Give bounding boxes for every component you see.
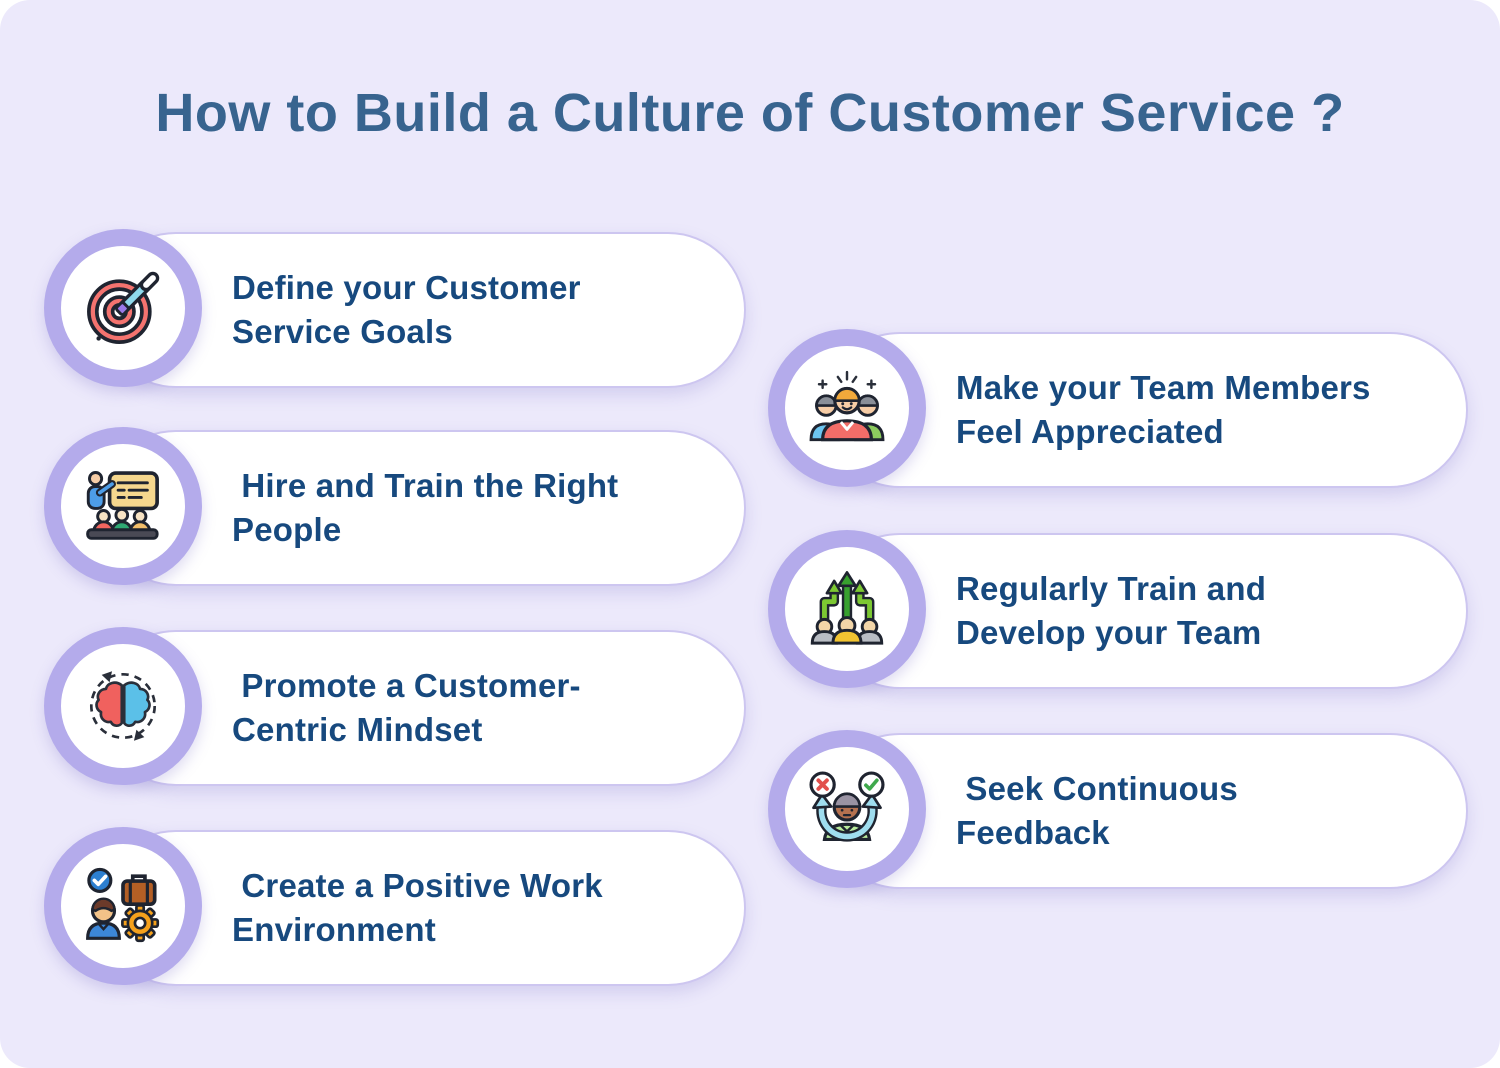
step-card-work-environment: Create a Positive Work Environment (44, 827, 746, 986)
step-label: Define your Customer Service Goals (232, 268, 581, 350)
team-sparkle-icon (809, 370, 885, 442)
step-label: Seek Continuous Feedback (956, 769, 1238, 851)
icon-ring (768, 530, 926, 688)
feedback-person-icon (809, 771, 885, 842)
presentation-training-icon (86, 471, 159, 540)
icon-ring (44, 229, 202, 387)
step-card-seek-feedback: Seek Continuous Feedback (768, 730, 1468, 889)
step-label: Make your Team Members Feel Appreciated (956, 368, 1371, 450)
icon-ring (768, 730, 926, 888)
step-card-define-goals: Define your Customer Service Goals (44, 229, 746, 388)
page-title: How to Build a Culture of Customer Servi… (155, 83, 1345, 143)
icon-ring (44, 427, 202, 585)
step-label: Promote a Customer- Centric Mindset (232, 666, 581, 748)
team-growth-arrows-icon (810, 571, 884, 645)
step-card-develop-team: Regularly Train and Develop your Team (768, 530, 1468, 689)
worker-briefcase-gear-icon (86, 867, 160, 943)
step-label: Regularly Train and Develop your Team (956, 569, 1267, 651)
step-card-hire-train: Hire and Train the Right People (44, 427, 746, 586)
icon-ring (44, 827, 202, 985)
brain-cycle-icon (89, 671, 157, 741)
target-dart-icon (87, 271, 160, 344)
step-label: Create a Positive Work Environment (232, 866, 603, 948)
icon-ring (44, 627, 202, 785)
step-card-customer-centric: Promote a Customer- Centric Mindset (44, 627, 746, 786)
step-label: Hire and Train the Right People (232, 466, 619, 548)
icon-ring (768, 329, 926, 487)
step-card-feel-appreciated: Make your Team Members Feel Appreciated (768, 329, 1468, 488)
